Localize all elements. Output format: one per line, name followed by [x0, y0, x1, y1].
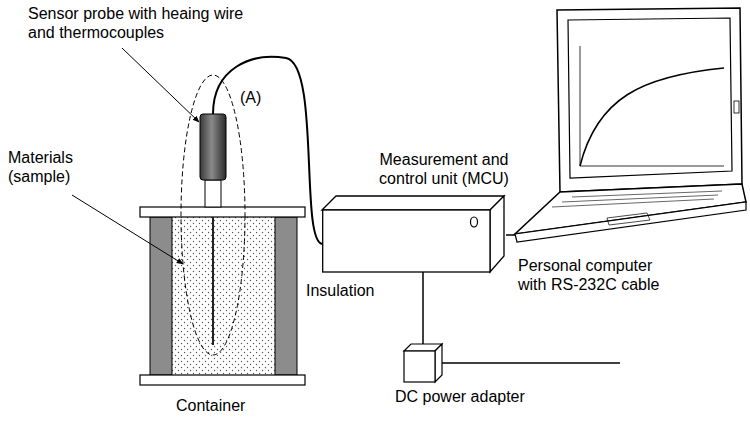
control-unit-shape	[322, 194, 506, 273]
touchpad	[607, 213, 650, 225]
power-adapter-shape	[403, 343, 443, 383]
keyboard-row	[562, 195, 718, 202]
probe-cable	[213, 57, 322, 244]
sample-material	[172, 217, 275, 375]
laptop-computer: Personal computer with RS-232C cable	[512, 6, 748, 294]
probe-needle	[212, 217, 214, 345]
screen-curve	[580, 68, 724, 166]
insulation-wall	[275, 217, 297, 375]
laptop-computer-shape	[512, 6, 748, 250]
insulation-label: Insulation	[306, 281, 375, 300]
adapter-front-face	[404, 351, 435, 382]
unit-front-face	[323, 210, 490, 272]
bottom-plate	[140, 375, 305, 385]
power-cord	[442, 362, 620, 364]
connection-wire	[422, 272, 424, 344]
laptop-lid	[557, 8, 742, 192]
keyboard-row	[552, 199, 714, 207]
power-adapter: DC power adapter	[395, 343, 535, 406]
indicator-lamp	[471, 217, 478, 227]
region-label: (A)	[240, 88, 261, 107]
top-plate	[140, 207, 305, 217]
region-outline	[181, 75, 245, 355]
laptop-screen	[568, 18, 732, 178]
probe-body	[200, 114, 226, 180]
lid-latch	[734, 101, 739, 113]
probe-label: Sensor probe with heaing wire and thermo…	[28, 4, 256, 42]
leader-line	[122, 48, 199, 122]
material-label: Materials (sample)	[8, 148, 103, 186]
node-heading: Measurement and control unit (MCU)	[374, 150, 514, 188]
adapter-side-face	[435, 344, 442, 382]
probe-base	[205, 180, 221, 207]
laptop-base-edge	[515, 202, 746, 242]
screen-axes	[580, 46, 724, 166]
container-label: Container	[176, 396, 245, 415]
unit-top-face	[322, 196, 504, 210]
leader-line	[72, 195, 183, 264]
insulation-wall	[150, 217, 172, 375]
unit-side-face	[490, 196, 504, 272]
node-heading: Personal computer with RS-232C cable	[518, 256, 668, 294]
node-heading: DC power adapter	[395, 387, 535, 406]
control-unit: Measurement and control unit (MCU)	[322, 150, 514, 273]
